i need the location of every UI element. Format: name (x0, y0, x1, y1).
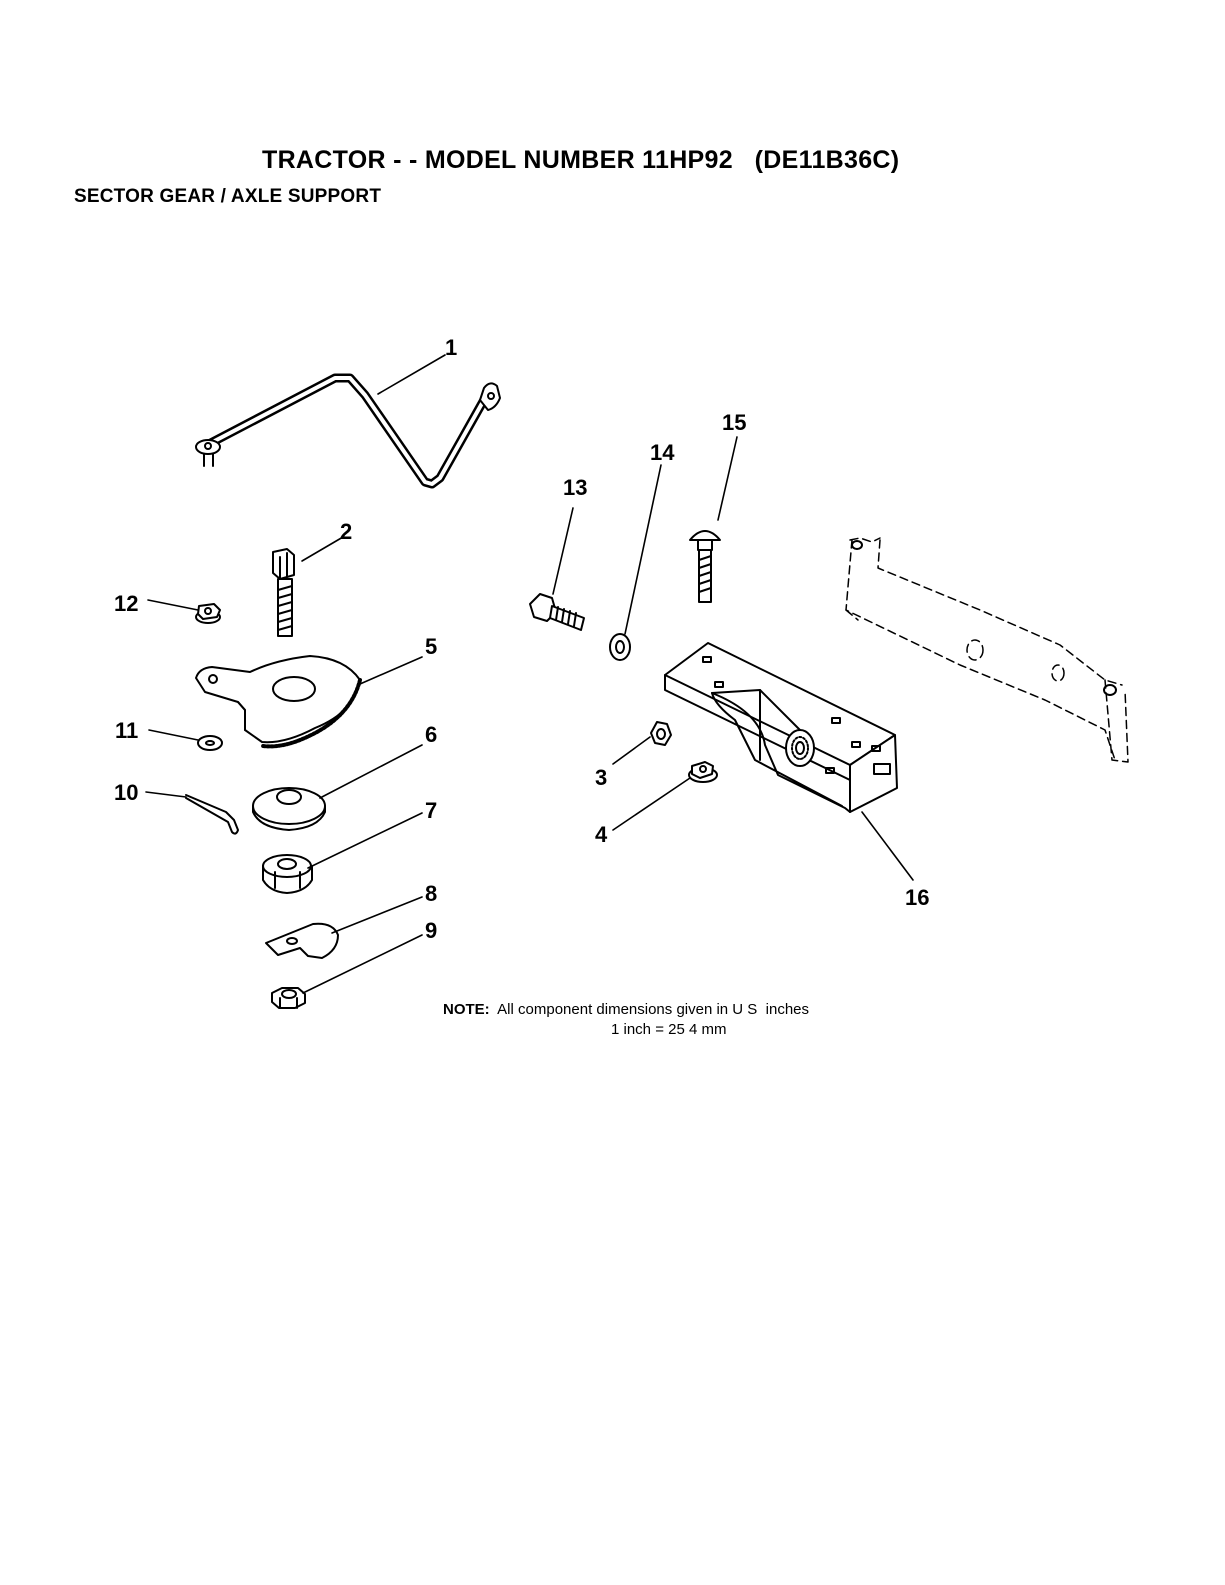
part-16-axle-support (665, 643, 897, 812)
part-1-drag-link (196, 378, 500, 484)
callout-1: 1 (445, 335, 457, 360)
part-12-nut (196, 604, 220, 623)
callout-2: 2 (340, 519, 352, 544)
callout-5: 5 (425, 634, 437, 659)
part-6-spacer (253, 788, 325, 830)
axle-end-right-icon (1104, 685, 1116, 695)
part-14-washer (610, 634, 630, 660)
front-axle-outline (846, 538, 1128, 762)
part-8-clamp (266, 924, 338, 958)
callout-13: 13 (563, 475, 587, 500)
part-13-bolt (530, 594, 584, 630)
note-label: NOTE: (443, 1001, 490, 1018)
dimensions-note: NOTE: All component dimensions given in … (443, 1000, 809, 1040)
axle-end-left-icon (852, 541, 862, 549)
part-7-bushing (263, 855, 312, 893)
callout-15: 15 (722, 410, 746, 435)
callout-3: 3 (595, 765, 607, 790)
note-line-2: 1 inch = 25 4 mm (443, 1020, 809, 1040)
callout-7: 7 (425, 798, 437, 823)
part-10-cotter-pin (186, 795, 238, 834)
callout-6: 6 (425, 722, 437, 747)
part-4-flange-nut (689, 762, 717, 782)
callout-4: 4 (595, 822, 608, 847)
part-3-nut (651, 722, 671, 745)
callout-9: 9 (425, 918, 437, 943)
part-15-carriage-bolt (690, 531, 720, 602)
callout-12: 12 (114, 591, 138, 616)
note-line-1: All component dimensions given in U S in… (490, 1001, 809, 1018)
part-2-bolt (273, 549, 294, 636)
callout-14: 14 (650, 440, 675, 465)
part-5-sector-gear (196, 656, 360, 746)
callout-8: 8 (425, 881, 437, 906)
callout-10: 10 (114, 780, 138, 805)
callout-16: 16 (905, 885, 929, 910)
part-11-washer (198, 736, 222, 750)
callout-11: 11 (115, 718, 138, 743)
part-9-nut (272, 988, 305, 1008)
